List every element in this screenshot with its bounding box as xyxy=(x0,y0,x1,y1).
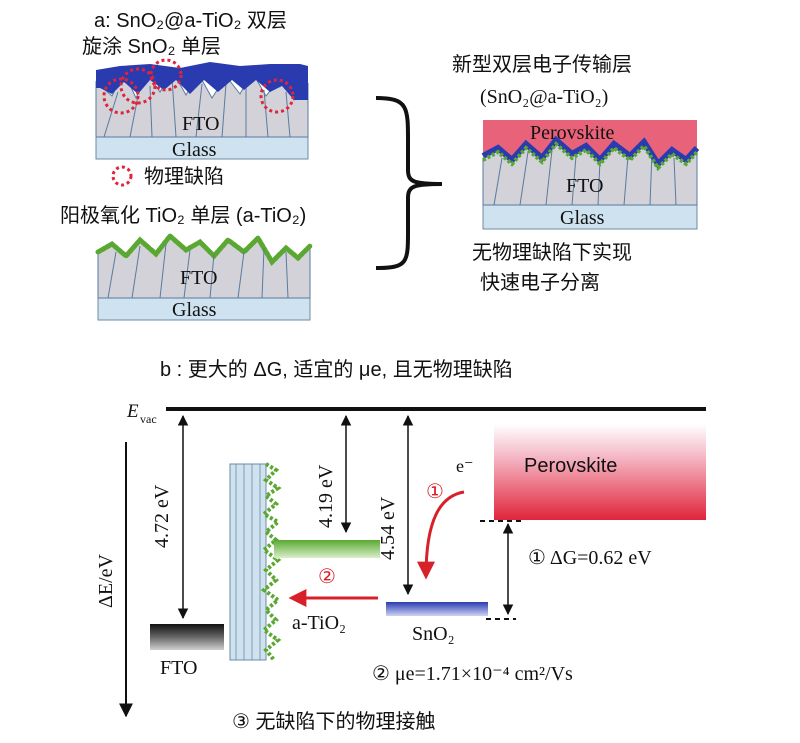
evac-subscript: vac xyxy=(140,412,157,426)
sno2-level-bar xyxy=(386,602,488,616)
sno2-level-label: SnO₂ xyxy=(412,623,455,645)
right-title-1: 新型双层电子传输层 xyxy=(452,53,632,76)
glass-lines xyxy=(235,464,261,660)
panel-b: b : 更大的 ΔG, 适宜的 μe, 且无物理缺陷 E vac ΔE/eV 4… xyxy=(95,358,706,733)
brace-connector xyxy=(375,96,443,270)
defect-legend-icon xyxy=(111,165,133,187)
glass-label: Glass xyxy=(560,207,605,229)
defect-circle xyxy=(102,77,140,115)
delta-g-text: ① ΔG=0.62 eV xyxy=(528,547,652,569)
evac-label: E xyxy=(126,401,139,422)
anodic-stack: FTO Glass xyxy=(95,232,313,321)
glass-label: Glass xyxy=(172,299,217,321)
panel-b-title: b : 更大的 ΔG, 适宜的 μe, 且无物理缺陷 xyxy=(160,358,513,381)
fto-grain-lines xyxy=(107,243,289,299)
fto-label: FTO xyxy=(566,175,603,197)
atio2-fto-schematic xyxy=(229,462,282,662)
step2-marker: ② xyxy=(318,566,336,588)
fto-grain-lines xyxy=(493,149,677,206)
bilayer-stack: Perovskite FTO Glass xyxy=(481,120,700,230)
mobility-text: ② μe=1.71×10⁻⁴ cm²/Vs xyxy=(372,663,573,685)
fto-energy-value: 4.72 eV xyxy=(151,484,173,548)
anodic-label: 阳极氧化 TiO₂ 单层 (a-TiO₂) xyxy=(60,204,306,227)
fto-level-bar xyxy=(150,624,224,650)
defect-circle xyxy=(149,58,183,92)
defect-circle xyxy=(119,67,157,105)
contact-text: ③ 无缺陷下的物理接触 xyxy=(232,710,436,733)
atio2-energy-value: 4.19 eV xyxy=(315,464,337,528)
fto-grain-lines xyxy=(103,77,291,138)
spin-coated-stack: FTO Glass xyxy=(95,58,309,161)
atio2-level-label: a-TiO₂ xyxy=(292,612,346,634)
spin-coat-label: 旋涂 SnO₂ 单层 xyxy=(82,35,221,58)
defect-circle xyxy=(259,78,295,114)
fto-label: FTO xyxy=(180,267,217,289)
glass-strip xyxy=(229,463,267,661)
atio2-layer xyxy=(482,141,699,172)
electron-transfer-arrow-1 xyxy=(417,490,465,580)
right-title-2: (SnO₂@a-TiO₂) xyxy=(480,86,608,108)
step1-marker: ① xyxy=(426,481,444,503)
panel-a-title: a: SnO₂@a-TiO₂ 双层 xyxy=(94,10,287,32)
defect-legend-label: 物理缺陷 xyxy=(144,165,224,188)
perovskite-box xyxy=(494,424,706,520)
right-caption-1: 无物理缺陷下实现 xyxy=(472,241,632,264)
sno2-energy-value: 4.54 eV xyxy=(377,496,399,560)
fto-label: FTO xyxy=(182,113,219,135)
glass-layer xyxy=(482,204,698,230)
atio2-layer xyxy=(95,232,313,267)
panel-a: a: SnO₂@a-TiO₂ 双层 旋涂 SnO₂ 单层 FTO Glass 物… xyxy=(60,10,700,321)
fto-level-label: FTO xyxy=(160,657,197,679)
electron-label: e⁻ xyxy=(456,456,474,476)
energy-axis-label: ΔE/eV xyxy=(95,553,117,608)
atio2-level-bar xyxy=(274,540,380,558)
sno2-layer xyxy=(481,135,700,169)
perovskite-label: Perovskite xyxy=(524,455,617,477)
perovskite-label: Perovskite xyxy=(530,122,615,144)
glass-label: Glass xyxy=(172,139,217,161)
right-caption-2: 快速电子分离 xyxy=(480,271,600,294)
atio2-edge xyxy=(260,462,282,662)
